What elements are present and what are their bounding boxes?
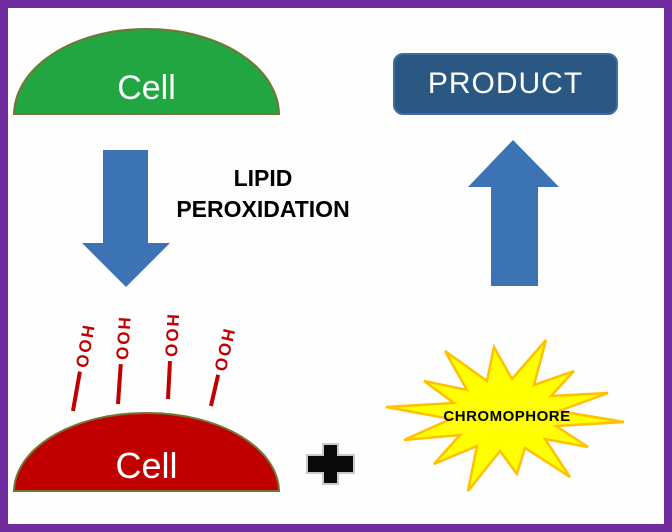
cell-label: Cell — [117, 68, 176, 107]
plus-icon — [306, 443, 355, 485]
process-label: LIPID PEROXIDATION — [158, 163, 368, 225]
product-box: PRODUCT — [393, 53, 618, 115]
cell-label: Cell — [115, 445, 178, 487]
hoo-stalk — [116, 363, 123, 404]
hoo-stalk — [166, 360, 172, 399]
hoo-label: HOO — [161, 313, 183, 360]
hoo-stalk — [71, 370, 82, 412]
hoo-group: HOO — [156, 313, 184, 399]
up-arrow-icon — [468, 140, 559, 286]
chromophore-label: CHROMOPHORE — [443, 408, 571, 425]
hoo-stalk — [209, 374, 221, 407]
process-label-line1: LIPID — [233, 165, 293, 191]
chromophore-starburst — [385, 339, 625, 492]
down-arrow-icon — [82, 150, 170, 287]
product-label: PRODUCT — [427, 67, 584, 100]
hoo-label: HOO — [111, 316, 135, 363]
process-label-line2: PEROXIDATION — [176, 196, 350, 222]
